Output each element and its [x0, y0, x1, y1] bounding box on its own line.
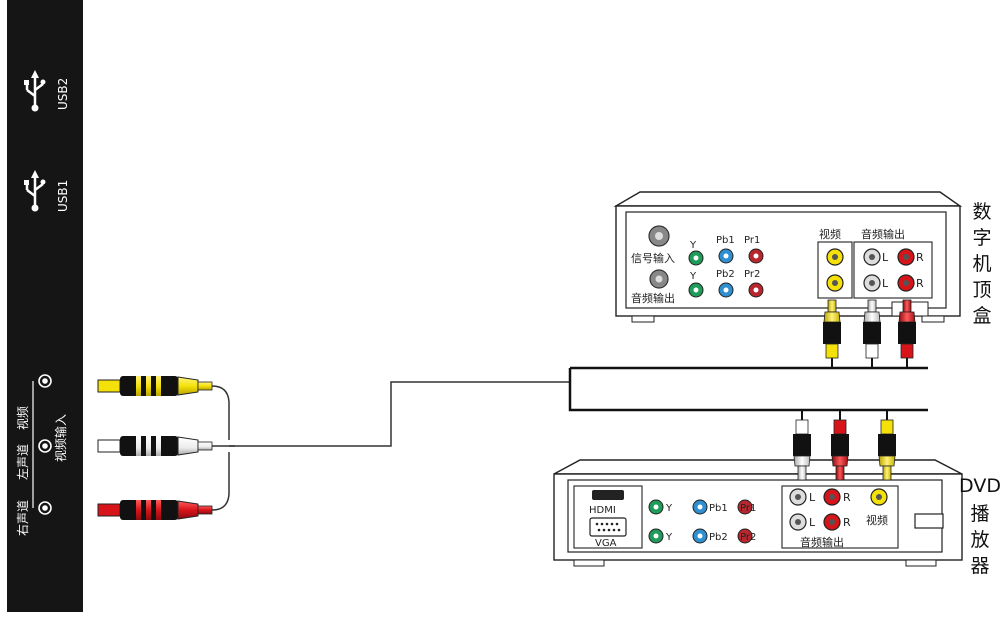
stb-video-label: 视频	[819, 227, 841, 241]
stb-title: 数 字 机 顶 盒	[972, 201, 991, 327]
tv-right-audio-jack	[38, 501, 52, 515]
red-rca-plug	[97, 500, 213, 520]
dvd-component-row2	[648, 528, 753, 544]
dvd-power-switch	[914, 513, 944, 529]
tv-side-panel: USB2 USB1 视频 左声道 右声道 视频输入	[7, 0, 83, 612]
stb-r2-label: R	[916, 277, 924, 290]
dvd-pr2-label: Pr2	[740, 532, 756, 543]
dvd-pr1-label: Pr1	[740, 503, 756, 514]
dvd-white-plug	[793, 419, 811, 481]
svg-text:数: 数	[972, 201, 991, 223]
stb-y1-label: Y	[689, 240, 697, 251]
svg-text:放: 放	[970, 529, 989, 551]
dvd-yellow-plug	[878, 419, 896, 481]
dvd-y2-label: Y	[665, 532, 673, 543]
svg-text:器: 器	[970, 555, 989, 577]
dvd-r2-label: R	[843, 516, 851, 529]
signal-bus	[568, 358, 928, 420]
dvd-player: HDMI VGA Y Pb1 Pr1 Y Pb2 Pr2 L R	[553, 459, 963, 567]
stb-l1-label: L	[882, 251, 889, 264]
dvd-component-row1	[648, 499, 753, 515]
stb-audio-box	[853, 241, 933, 299]
svg-text:字: 字	[972, 227, 991, 249]
svg-text:机: 机	[972, 253, 991, 275]
stb-signal-input-label: 信号输入	[631, 251, 675, 265]
dvd-title: DVD 播 放 器	[959, 475, 1001, 577]
svg-text:顶: 顶	[972, 279, 991, 301]
stb-white-plug	[863, 299, 881, 359]
dvd-y1-label: Y	[665, 503, 673, 514]
dvd-pb2-label: Pb2	[709, 532, 728, 543]
tv-cables	[211, 381, 570, 511]
svg-text:DVD: DVD	[959, 475, 1001, 497]
stb-y2-label: Y	[689, 271, 697, 282]
dvd-red-plug	[831, 419, 849, 481]
dvd-hdmi-label: HDMI	[589, 505, 616, 516]
stb-rear-panel	[625, 211, 947, 309]
stb-l2-label: L	[882, 277, 889, 290]
dvd-vga-label: VGA	[595, 538, 617, 549]
dvd-l1-label: L	[809, 491, 816, 504]
svg-text:播: 播	[970, 503, 989, 525]
stb-video-box	[817, 241, 853, 299]
svg-text:盒: 盒	[972, 305, 991, 327]
stb-component-row2	[688, 282, 764, 298]
stb-audio-output-label: 音频输出	[861, 227, 905, 241]
stb-pb1-label: Pb1	[716, 235, 735, 246]
yellow-rca-plug	[97, 376, 213, 396]
tv-right-label: 右声道	[15, 500, 30, 536]
dvd-pb1-label: Pb1	[709, 503, 728, 514]
stb-pb2-label: Pb2	[716, 269, 735, 280]
dvd-av-box	[781, 485, 899, 549]
tv-left-label: 左声道	[15, 444, 30, 480]
dvd-r1-label: R	[843, 491, 851, 504]
stb-red-plug	[898, 299, 916, 359]
dvd-video-label: 视频	[866, 513, 888, 527]
tv-video-label: 视频	[15, 406, 30, 430]
tv-video-input-label: 视频输入	[53, 414, 68, 462]
usb2-label: USB2	[56, 78, 70, 110]
stb-pr2-label: Pr2	[744, 269, 760, 280]
tv-left-audio-jack	[38, 439, 52, 453]
usb1-label: USB1	[56, 180, 70, 212]
stb-component-row1	[688, 248, 764, 266]
stb-pr1-label: Pr1	[744, 235, 760, 246]
dvd-audio-output-label: 音频输出	[800, 535, 844, 549]
set-top-box: 信号输入 音频输出 Y Pb1 Pr1 Y Pb2 Pr2 视频 音频输出	[613, 191, 963, 323]
tv-video-jack	[38, 374, 52, 388]
dvd-vga-port	[589, 517, 627, 537]
usb-icon	[24, 70, 46, 112]
dvd-hdmi-port	[592, 490, 624, 500]
white-rca-plug	[97, 436, 213, 456]
usb-icon	[24, 170, 46, 212]
stb-yellow-plug	[823, 299, 841, 359]
dvd-l2-label: L	[809, 516, 816, 529]
stb-audio-coax-label: 音频输出	[631, 291, 675, 305]
stb-r1-label: R	[916, 251, 924, 264]
